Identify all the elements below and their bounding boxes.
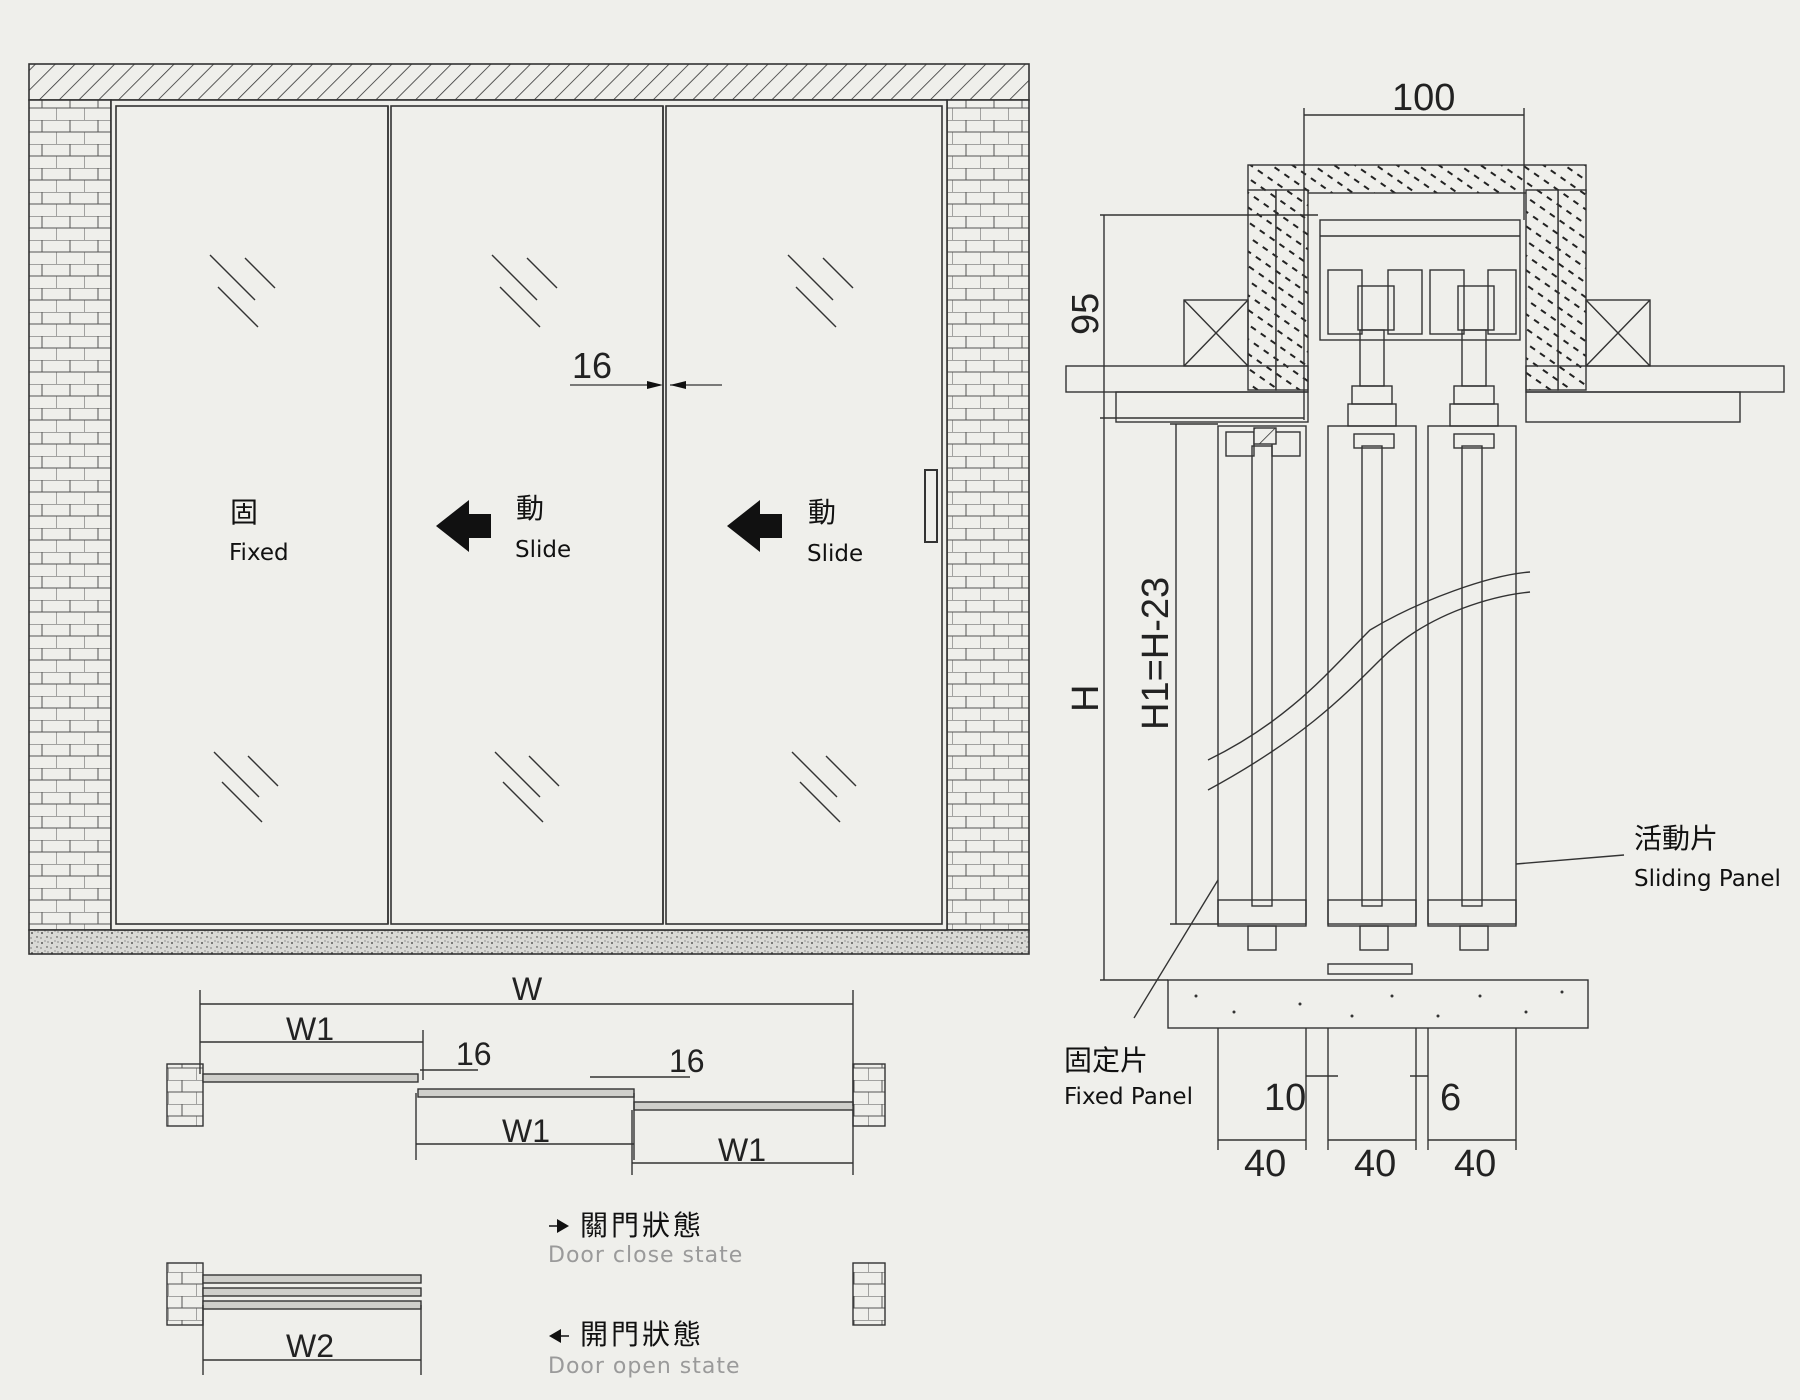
section-dim-40b: 40 (1354, 1143, 1396, 1185)
top-hatch-band (28, 63, 1030, 101)
section-dim-95: 95 (1065, 293, 1107, 335)
plan-W1-mid-dim: W1 (502, 1113, 550, 1149)
slide-arrow-icon (436, 500, 491, 552)
panel-fixed-en: Fixed (229, 540, 289, 566)
section-floor (1167, 979, 1589, 1029)
section-dim-40a: 40 (1244, 1143, 1286, 1185)
section-dim-100: 100 (1392, 77, 1455, 119)
left-brick-wall (28, 99, 112, 931)
plan-close-state (166, 990, 886, 1175)
plan-gap2-dim: 16 (669, 1043, 705, 1079)
plan-W2-dim: W2 (286, 1328, 334, 1364)
section-dim-6: 6 (1440, 1077, 1461, 1119)
section-dim-H: H (1065, 685, 1107, 712)
sliding-panel-section-1 (1327, 425, 1417, 925)
plan-open-state (166, 1262, 886, 1375)
plan-W1-top-dim: W1 (286, 1011, 334, 1047)
top-track (1319, 219, 1521, 341)
section-detail (1065, 108, 1785, 1150)
panel-slide-1-zh: 動 (516, 492, 544, 525)
slide-arrow-icon (727, 500, 782, 552)
glass-reflection-marks (209, 254, 857, 823)
panel-slide-2-en: Slide (807, 541, 863, 567)
panel-slide-2-zh: 動 (808, 496, 836, 529)
elevation-gap-dim: 16 (572, 345, 612, 386)
door-handle (924, 469, 938, 543)
break-line (1207, 591, 1531, 791)
fixed-panel-section (1217, 425, 1307, 925)
sliding-panel-zh: 活動片 (1634, 822, 1718, 855)
fixed-panel-en: Fixed Panel (1064, 1084, 1193, 1110)
fixed-panel-zh: 固定片 (1064, 1044, 1148, 1077)
close-state-arrow-icon (557, 1219, 569, 1233)
section-dim-H1: H1=H-23 (1135, 577, 1177, 730)
plan-W1-right-dim: W1 (718, 1132, 766, 1168)
legend-close-zh: 關門狀態 (580, 1209, 704, 1242)
plan-W-dim: W (512, 971, 543, 1007)
section-dim-10: 10 (1264, 1077, 1306, 1119)
sliding-panel-en: Sliding Panel (1634, 866, 1781, 892)
door-frame (110, 99, 948, 931)
panel-slide-2 (665, 105, 943, 925)
legend-open-zh: 開門狀態 (580, 1318, 704, 1351)
plan-gap1-dim: 16 (456, 1036, 492, 1072)
header-insulation (1247, 164, 1587, 194)
right-brick-wall (946, 99, 1030, 931)
open-state-arrow-icon (549, 1329, 561, 1343)
sliding-panel-section-2 (1427, 425, 1517, 925)
panel-fixed-zh: 固 (230, 496, 258, 529)
panel-slide-1-en: Slide (515, 537, 571, 563)
door-elevation (28, 63, 1030, 955)
legend-open-en: Door open state (548, 1354, 741, 1379)
section-dim-40c: 40 (1454, 1143, 1496, 1185)
floor-gravel (28, 929, 1030, 955)
legend-close-en: Door close state (548, 1243, 743, 1268)
